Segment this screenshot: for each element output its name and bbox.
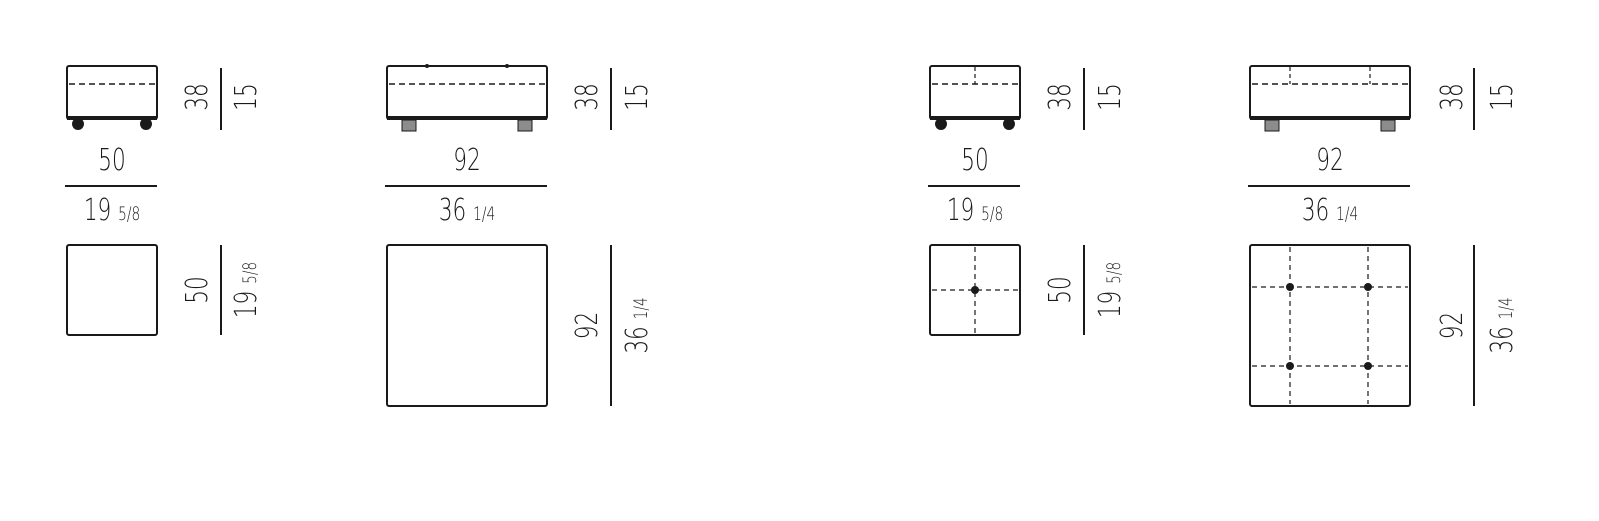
elevation-view [929,65,1021,130]
spacer [111,194,118,228]
elevation-view [386,64,548,132]
width-cm-label: 50 [961,144,988,178]
width-in-label-fraction: 1/4 [473,203,495,225]
plan-outline [1249,244,1411,407]
depth-in-label: 36 1/4 [1486,297,1520,353]
elevation-view [1249,65,1411,132]
width-in-label-fraction: 1/4 [1336,203,1358,225]
module-pouf-92-feet-tufted: 38 15 92 36 1/4 92 36 1/4 [1248,65,1520,407]
depth-in-label-value: 36 1/4 [621,297,655,353]
depth-cm-label: 92 [571,312,605,339]
depth-in-label-value: 19 5/8 [1094,262,1128,318]
tuft-button-icon [1364,283,1372,291]
tuft-button-icon [1286,283,1294,291]
plan-view [1249,244,1411,407]
plan-outline [66,244,158,336]
width-in-label-value: 36 1/4 [1302,194,1358,228]
height-in-label: 15 [1486,83,1520,110]
tuft-button-icon [1286,362,1294,370]
spacer [1094,284,1128,291]
width-in-label-whole: 19 [947,194,974,228]
foot-icon [401,119,417,132]
width-in-label-value: 19 5/8 [947,194,1003,228]
height-in-label: 15 [621,83,655,110]
seat-outline [66,65,158,120]
depth-cm-label: 50 [181,276,215,303]
depth-in-label-whole: 36 [1486,326,1520,353]
caster-icon [140,118,152,130]
spacer [466,194,473,228]
spacer [974,194,981,228]
seat-outline [386,65,548,120]
width-in-label-whole: 36 [1302,194,1329,228]
width-in-label-value: 19 5/8 [84,194,140,228]
tuft-button-icon [1364,362,1372,370]
width-in-label: 36 1/4 [439,194,495,228]
height-in-label: 15 [230,83,264,110]
base-plate [930,116,1020,120]
spacer [621,319,655,326]
module-pouf-50-casters: 38 15 50 19 5/8 50 19 5/8 [65,65,264,336]
depth-in-label-fraction: 5/8 [1103,262,1125,284]
depth-in-label-whole: 36 [621,326,655,353]
foot-icon [517,119,533,132]
module-pouf-92-feet: 38 15 92 36 1/4 92 36 1/4 [385,64,655,407]
button-mark [425,64,429,68]
height-in-label: 15 [1094,83,1128,110]
seat-outline [1249,65,1411,120]
depth-cm-label: 92 [1436,312,1470,339]
width-in-label: 36 1/4 [1302,194,1358,228]
depth-in-label: 36 1/4 [621,297,655,353]
width-in-label-value: 36 1/4 [439,194,495,228]
plan-outline [386,244,548,407]
base-plate [387,116,547,120]
seat-outline [929,65,1021,120]
button-mark [505,64,509,68]
width-in-label: 19 5/8 [84,194,140,228]
depth-in-label-fraction: 1/4 [1495,297,1517,319]
height-cm-label: 38 [1436,83,1470,110]
width-in-label: 19 5/8 [947,194,1003,228]
caster-icon [72,118,84,130]
foot-icon [1264,119,1280,132]
tuft-button-icon [971,286,979,294]
plan-view [66,244,158,336]
width-in-label-whole: 36 [439,194,466,228]
depth-in-label-whole: 19 [230,291,264,318]
foot-icon [1380,119,1396,132]
caster-icon [1003,118,1015,130]
spacer [1486,319,1520,326]
depth-in-label: 19 5/8 [1094,262,1128,318]
width-cm-label: 50 [98,144,125,178]
module-pouf-50-casters-tufted: 38 15 50 19 5/8 50 19 5/8 [928,65,1128,336]
depth-in-label-value: 36 1/4 [1486,297,1520,353]
plan-view [929,244,1021,336]
width-in-label-fraction: 5/8 [981,203,1003,225]
depth-in-label: 19 5/8 [230,262,264,318]
width-cm-label: 92 [453,144,480,178]
depth-in-label-whole: 19 [1094,291,1128,318]
spacer [230,284,264,291]
height-cm-label: 38 [1044,83,1078,110]
depth-in-label-value: 19 5/8 [230,262,264,318]
plan-view [386,244,548,407]
depth-in-label-fraction: 1/4 [630,297,652,319]
elevation-view [66,65,158,130]
width-in-label-whole: 19 [84,194,111,228]
base-plate [1250,116,1410,120]
depth-cm-label: 50 [1044,276,1078,303]
height-cm-label: 38 [571,83,605,110]
height-cm-label: 38 [181,83,215,110]
width-in-label-fraction: 5/8 [118,203,140,225]
width-cm-label: 92 [1316,144,1343,178]
depth-in-label-fraction: 5/8 [239,262,261,284]
base-plate [67,116,157,120]
caster-icon [935,118,947,130]
spacer [1329,194,1336,228]
